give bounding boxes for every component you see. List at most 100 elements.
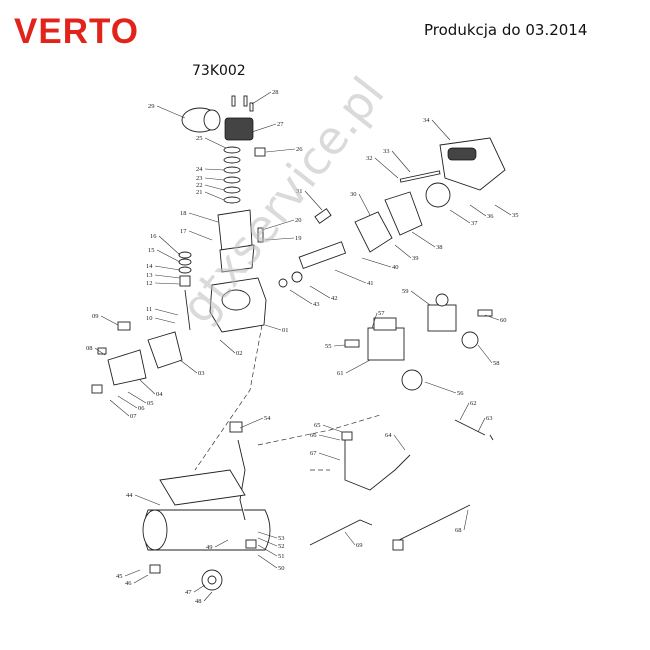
leader-line-58	[477, 344, 493, 364]
assembly-guide	[194, 324, 263, 471]
tie-rod	[399, 170, 441, 183]
leader-line-65	[322, 424, 343, 433]
part-label-63: 63	[486, 415, 493, 422]
leader-line-30	[358, 193, 371, 216]
part-label-41: 41	[367, 280, 374, 287]
leader-line-55	[333, 344, 346, 347]
part-label-32: 32	[366, 155, 373, 162]
pressure-switch-cap	[373, 317, 397, 331]
part-label-40: 40	[392, 264, 399, 271]
leader-line-36	[469, 204, 487, 217]
part-label-50: 50	[278, 565, 285, 572]
part-label-02: 02	[236, 350, 243, 357]
part-label-61: 61	[337, 370, 344, 377]
leader-line-53	[257, 531, 278, 539]
inlet-fitting	[229, 421, 243, 433]
leader-line-60	[484, 314, 500, 321]
fan-cover	[439, 137, 506, 191]
motor-shaft	[314, 208, 332, 224]
leader-line-33	[391, 150, 411, 173]
mounting-bracket	[159, 469, 246, 506]
leader-line-47	[193, 584, 206, 593]
leader-line-06	[117, 395, 138, 409]
part-label-48: 48	[195, 598, 202, 605]
leader-line-41	[334, 269, 367, 284]
part-label-59: 59	[402, 288, 409, 295]
crankshaft	[298, 241, 347, 270]
part-label-11: 11	[146, 306, 152, 313]
part-label-26: 26	[296, 146, 303, 153]
cylinder-head-cover	[224, 117, 254, 141]
part-label-15: 15	[148, 247, 155, 254]
regulator-knob	[435, 293, 449, 307]
power-cord	[394, 504, 471, 543]
leader-line-29	[156, 105, 186, 119]
part-label-42: 42	[331, 295, 338, 302]
head-bolts	[231, 95, 254, 112]
part-label-18: 18	[180, 210, 187, 217]
part-label-69: 69	[356, 542, 363, 549]
leader-line-09	[100, 315, 119, 326]
power-plug	[392, 539, 404, 551]
part-label-53: 53	[278, 535, 285, 542]
leader-line-08	[94, 347, 106, 356]
part-label-52: 52	[278, 543, 285, 550]
leader-line-38	[411, 231, 436, 248]
pressure-regulator	[427, 304, 457, 332]
leader-line-31	[304, 190, 323, 211]
part-label-08: 08	[86, 345, 93, 352]
part-label-23: 23	[196, 175, 203, 182]
leader-line-28	[251, 91, 272, 105]
leader-line-67	[318, 452, 341, 461]
belt-guard	[147, 331, 183, 369]
leader-line-49	[214, 539, 229, 548]
leader-line-62	[459, 402, 470, 421]
part-label-28: 28	[272, 89, 279, 96]
bearing	[291, 271, 303, 283]
part-label-07: 07	[130, 413, 137, 420]
elbow-fitting	[254, 147, 266, 157]
leader-line-18	[188, 212, 219, 223]
fan-cover-grille	[447, 147, 477, 161]
bearing	[278, 278, 288, 288]
part-label-13: 13	[146, 272, 153, 279]
valve-plate	[219, 244, 255, 273]
crankcase-bore	[221, 289, 251, 311]
leader-line-57	[371, 312, 378, 329]
hose-clamp	[489, 434, 494, 441]
model-number: 73K002	[192, 63, 246, 79]
rubber-plug	[91, 384, 103, 394]
handle	[237, 439, 246, 521]
part-label-44: 44	[126, 492, 133, 499]
part-label-24: 24	[196, 166, 203, 173]
leader-line-22	[204, 184, 225, 191]
part-label-35: 35	[512, 212, 519, 219]
part-label-57: 57	[378, 310, 385, 317]
leader-line-68	[463, 509, 469, 531]
leader-line-34	[431, 119, 451, 141]
leader-line-69	[344, 531, 356, 546]
part-label-30: 30	[350, 191, 357, 198]
part-label-31: 31	[296, 188, 303, 195]
leader-line-01	[264, 324, 282, 331]
part-label-56: 56	[457, 390, 464, 397]
leader-line-56	[424, 381, 457, 394]
leader-line-16	[158, 235, 181, 256]
leader-line-15	[156, 249, 181, 263]
leader-line-64	[393, 434, 406, 451]
part-label-20: 20	[295, 217, 302, 224]
leader-line-42	[309, 285, 331, 299]
washer	[97, 347, 107, 355]
check-valve	[341, 431, 353, 441]
leader-line-24	[204, 168, 225, 171]
part-label-51: 51	[278, 553, 285, 560]
assembly-guide	[257, 414, 381, 446]
leader-line-02	[219, 339, 236, 354]
leader-line-54	[239, 417, 264, 429]
part-label-29: 29	[148, 103, 155, 110]
quick-coupler	[477, 309, 493, 317]
leader-line-45	[124, 569, 141, 577]
leader-line-48	[203, 591, 213, 602]
